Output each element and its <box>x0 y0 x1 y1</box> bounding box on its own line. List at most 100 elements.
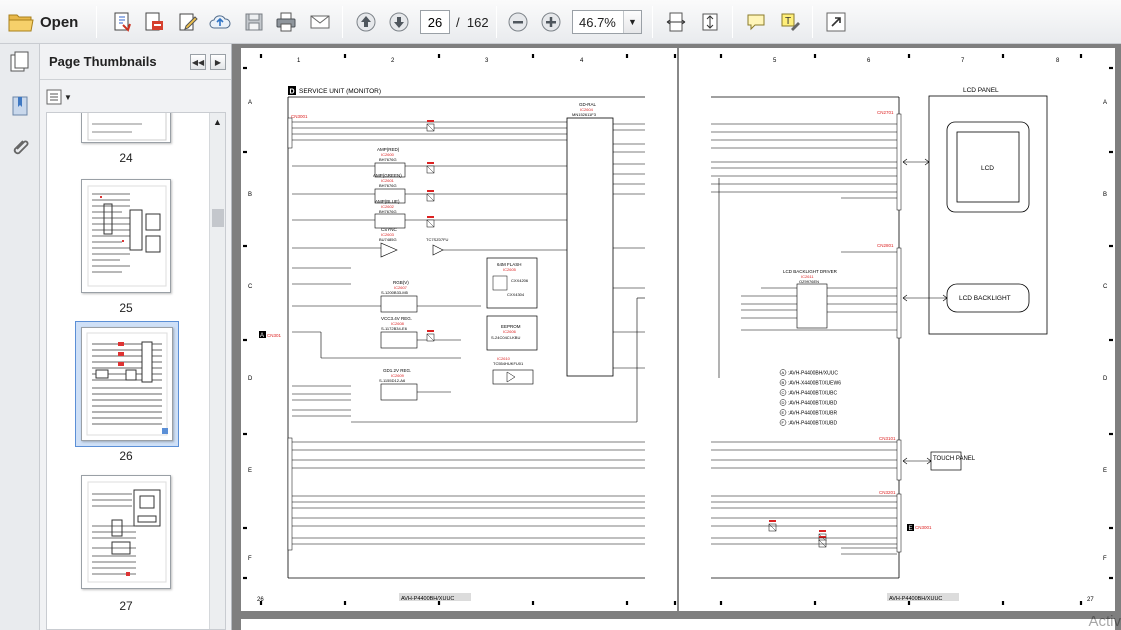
email-button[interactable] <box>306 8 334 36</box>
thumbnail-page-25[interactable] <box>81 179 171 293</box>
col-number: 5 <box>773 58 777 64</box>
thumbnail-page-27[interactable] <box>81 475 171 589</box>
chevron-down-icon: ▼ <box>64 92 72 102</box>
row-letter: F <box>1103 556 1107 562</box>
bookmark-icon[interactable] <box>8 94 32 118</box>
create-pdf-button[interactable] <box>108 8 136 36</box>
speech-bubble-icon <box>747 14 765 31</box>
svg-text:S-24C04CI-KBU: S-24C04CI-KBU <box>491 335 520 340</box>
toolbar-separator <box>812 6 813 38</box>
attachment-icon[interactable] <box>8 136 32 160</box>
svg-text:AMP(RED): AMP(RED) <box>377 147 400 152</box>
save-button[interactable] <box>240 8 268 36</box>
thumbnail-page-number: 27 <box>119 599 133 613</box>
thumbnail-page-26[interactable] <box>81 327 173 441</box>
zoom-in-button[interactable] <box>537 8 565 36</box>
svg-text:VCC3.4V REG.: VCC3.4V REG. <box>381 316 412 321</box>
svg-text:GD1.2V REG.: GD1.2V REG. <box>383 368 411 373</box>
create-pdf-icon <box>114 12 131 32</box>
next-panel-icon[interactable]: ▶ <box>210 54 226 70</box>
svg-text:AVH-P4400BH/XUUC: AVH-P4400BH/XUUC <box>889 596 942 602</box>
model-name: :AVH-P4400BH/XUUC <box>788 371 838 377</box>
connector-label: CN301 <box>267 333 282 338</box>
export-pdf-icon <box>145 12 163 31</box>
row-letter: B <box>248 192 252 198</box>
svg-text:IC2601: IC2601 <box>381 178 395 183</box>
model-key: E <box>782 410 785 415</box>
svg-text:LCD BACKLIGHT: LCD BACKLIGHT <box>959 295 1011 302</box>
svg-text:CN3001: CN3001 <box>915 525 932 530</box>
page-divider <box>677 48 679 611</box>
upload-cloud-button[interactable] <box>206 8 234 36</box>
minus-circle-icon <box>508 12 528 32</box>
svg-text:OZ9976EN: OZ9976EN <box>799 279 819 284</box>
svg-text:IC2610: IC2610 <box>497 356 511 361</box>
thumbnail-page-number: 25 <box>119 301 133 315</box>
col-number: 8 <box>1056 58 1060 64</box>
thumbnail-scrollbar[interactable]: ▲ <box>209 113 225 629</box>
export-pdf-button[interactable] <box>140 8 168 36</box>
highlight-text-button[interactable]: T <box>776 8 804 36</box>
print-button[interactable] <box>272 8 300 36</box>
scrollbar-thumb[interactable] <box>212 209 224 227</box>
cloud-upload-icon <box>209 15 231 29</box>
svg-text:CN3101: CN3101 <box>879 436 896 441</box>
page-thumbnails-icon[interactable] <box>8 50 32 74</box>
svg-text:AMP(BLUE): AMP(BLUE) <box>375 199 400 204</box>
comment-button[interactable] <box>742 8 770 36</box>
svg-text:IC2606: IC2606 <box>503 329 517 334</box>
svg-text:LCD PANEL: LCD PANEL <box>963 87 999 94</box>
thumbnail-page-number: 26 <box>119 449 133 463</box>
open-label: Open <box>40 13 79 31</box>
svg-text:EEPROM: EEPROM <box>501 324 521 329</box>
document-page: 1 2 3 4 5 6 7 8 A B C D E F A B C D E F <box>241 48 1115 611</box>
thumbnail-page-24[interactable] <box>81 113 171 143</box>
zoom-out-button[interactable] <box>504 8 532 36</box>
svg-text:TC7SZ07FU: TC7SZ07FU <box>426 237 449 242</box>
row-letter: D <box>248 376 253 382</box>
document-view[interactable]: 1 2 3 4 5 6 7 8 A B C D E F A B C D E F <box>232 44 1121 630</box>
fit-page-button[interactable] <box>696 8 724 36</box>
collapse-panel-icon[interactable]: ◀◀ <box>190 54 206 70</box>
svg-text:IC2605: IC2605 <box>503 267 517 272</box>
chevron-down-icon[interactable]: ▼ <box>623 11 641 33</box>
model-name: :AVH-X4400BT/XUEW6 <box>788 381 841 387</box>
svg-text:A: A <box>260 333 264 339</box>
open-button[interactable]: Open <box>6 8 88 36</box>
folder-icon <box>8 14 34 32</box>
printer-icon <box>276 12 296 32</box>
navigation-rail <box>0 44 40 630</box>
page-number-input[interactable] <box>420 10 450 34</box>
thumbnail-options-button[interactable]: ▼ <box>46 88 72 106</box>
edit-pdf-button[interactable] <box>174 8 202 36</box>
col-number: 1 <box>297 58 301 64</box>
next-page-button[interactable] <box>385 8 413 36</box>
row-letter: C <box>248 284 253 290</box>
thumbnail-header: Page Thumbnails ◀◀ ▶ <box>40 44 231 80</box>
model-name: :AVH-P4400BT/XUBC <box>788 391 837 397</box>
svg-text:MN152611F3: MN152611F3 <box>572 112 597 117</box>
zoom-select[interactable]: 46.7% ▼ <box>572 10 642 34</box>
fit-width-button[interactable] <box>662 8 690 36</box>
toolbar-separator <box>732 6 733 38</box>
row-letter: F <box>248 556 252 562</box>
svg-text:CN3201: CN3201 <box>879 490 896 495</box>
row-letter: E <box>248 468 252 474</box>
svg-text:IC2600: IC2600 <box>381 152 395 157</box>
expand-button[interactable] <box>822 8 850 36</box>
row-letter: A <box>1103 100 1107 106</box>
page-separator: / <box>456 15 460 30</box>
options-menu-icon <box>46 89 62 105</box>
previous-page-button[interactable] <box>352 8 380 36</box>
model-key: A <box>782 370 785 375</box>
fit-width-icon <box>666 12 686 32</box>
svg-text:RGB(V): RGB(V) <box>393 280 409 285</box>
panel-title: Page Thumbnails <box>49 54 157 69</box>
svg-text:IC2611: IC2611 <box>801 274 814 279</box>
scroll-up-icon[interactable]: ▲ <box>213 117 222 127</box>
model-key: D <box>782 400 785 405</box>
ic-gd-ral <box>566 117 614 377</box>
svg-text:BH7676G: BH7676G <box>379 157 397 162</box>
svg-text:GD-RAL: GD-RAL <box>579 102 596 107</box>
svg-text:S-1200B33-M5: S-1200B33-M5 <box>381 290 409 295</box>
